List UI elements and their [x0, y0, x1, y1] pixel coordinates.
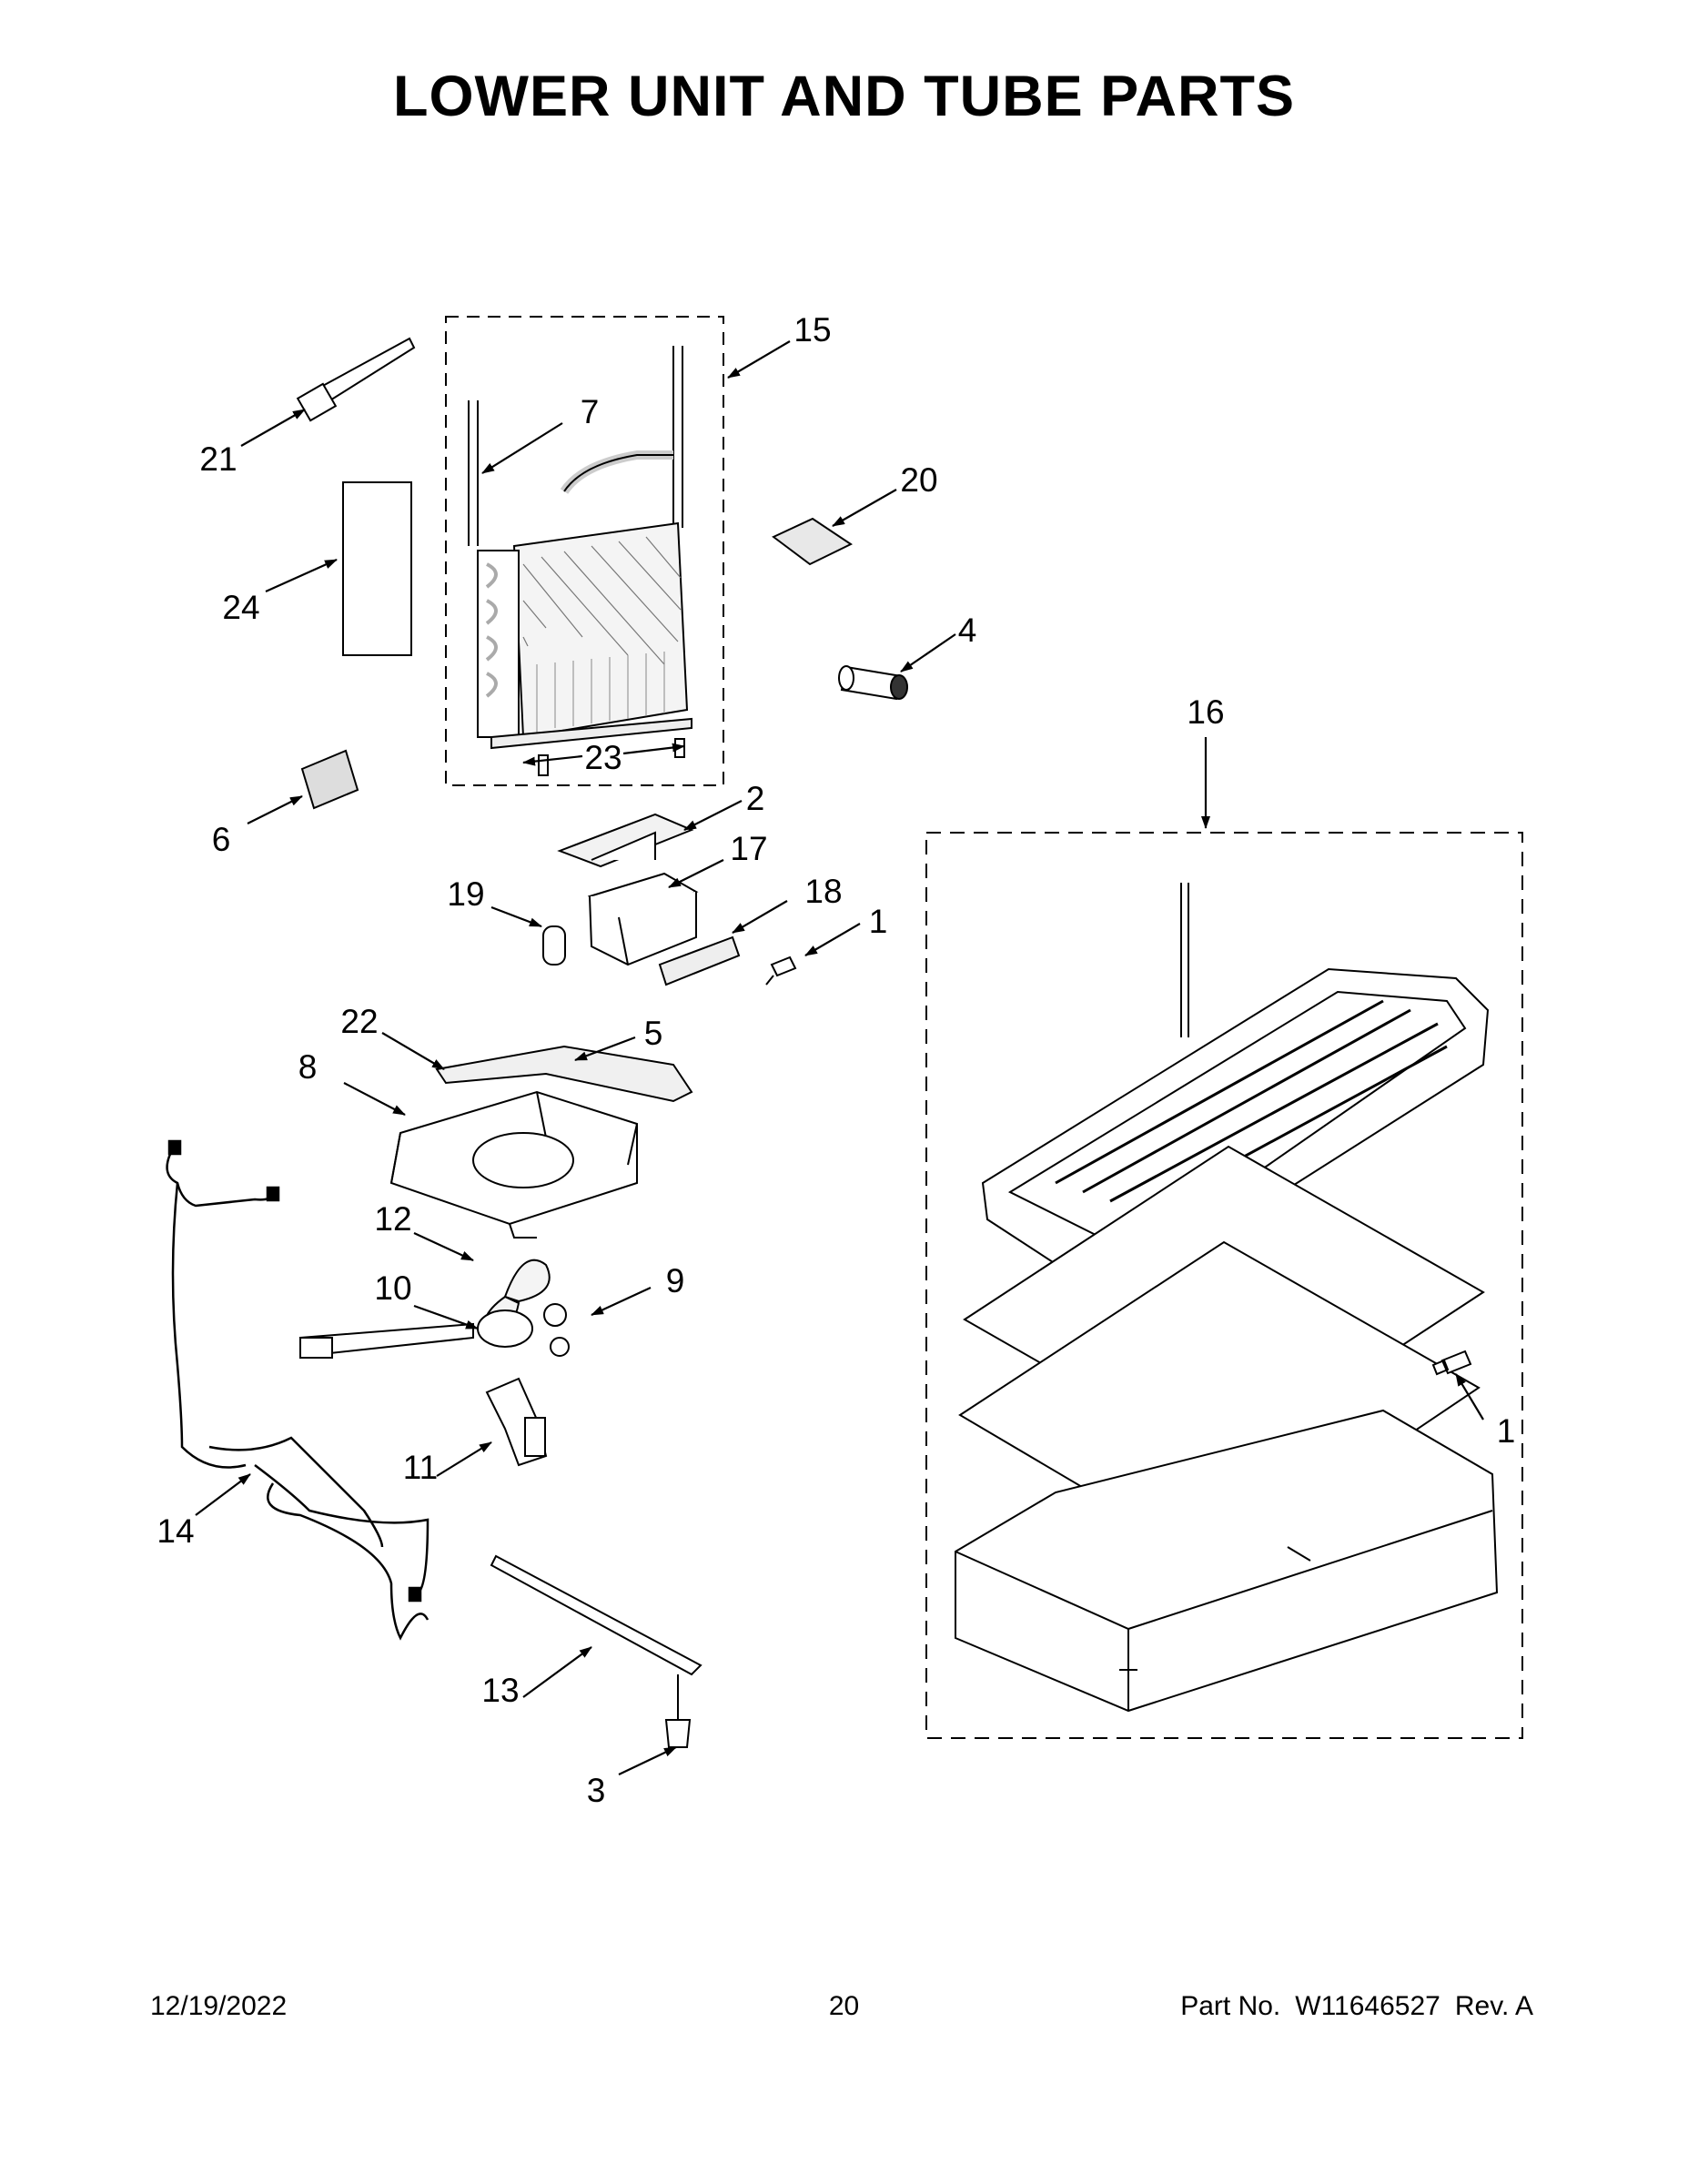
callout-4: 4: [958, 612, 977, 649]
callout-16: 16: [1187, 693, 1224, 731]
callout-15: 15: [793, 311, 831, 349]
callout-5: 5: [644, 1015, 663, 1052]
footer-revision: Rev. A: [1454, 1991, 1533, 2021]
plate-part: [772, 517, 854, 566]
wire-harness-part: [166, 1139, 430, 1641]
fan-motor-parts: [298, 1259, 570, 1467]
fan-shroud-parts: [389, 1045, 693, 1239]
callout-3: 3: [587, 1772, 606, 1809]
footer-part-label: Part No.: [1180, 1991, 1281, 2021]
evaporator-assembly: [445, 316, 724, 786]
roller-part: [838, 665, 908, 701]
heater-tray-assembly: [925, 832, 1523, 1739]
callout-24: 24: [222, 589, 259, 626]
callout-1-bottom: 1: [1497, 1412, 1516, 1450]
callout-2: 2: [746, 780, 765, 817]
callout-1-top: 1: [869, 903, 888, 940]
leader-lines: [195, 340, 1484, 1775]
page-title: LOWER UNIT AND TUBE PARTS: [393, 65, 1295, 128]
callout-labels: 21 24 6 7 15 20 4 16 23 2 17 19 18 1 22 …: [157, 311, 1515, 1809]
callout-18: 18: [804, 873, 842, 910]
callout-8: 8: [298, 1048, 318, 1086]
callout-9: 9: [666, 1262, 685, 1299]
strip-and-screw-parts: [490, 1554, 702, 1748]
footer-date: 12/19/2022: [150, 1991, 288, 2021]
callout-11: 11: [403, 1449, 438, 1486]
callout-22: 22: [340, 1003, 378, 1040]
footer-part-info: Part No. W11646527 Rev. A: [1166, 1991, 1533, 2022]
pad-part: [300, 749, 359, 810]
callout-21: 21: [199, 440, 237, 478]
callout-7: 7: [581, 393, 600, 430]
footer-part-number: W11646527: [1295, 1991, 1440, 2021]
callout-14: 14: [157, 1512, 194, 1550]
callout-20: 20: [900, 461, 937, 499]
callout-10: 10: [374, 1269, 411, 1307]
callout-23: 23: [584, 739, 622, 776]
callout-19: 19: [447, 875, 484, 913]
callout-17: 17: [730, 830, 767, 867]
tray-group-box: [925, 832, 1523, 1739]
cable-tie-part: [296, 337, 416, 422]
panel-part: [342, 481, 412, 656]
callout-12: 12: [374, 1200, 411, 1238]
callout-6: 6: [212, 821, 231, 858]
evaporator-group-box: [445, 316, 724, 786]
footer-page-number: 20: [828, 1991, 860, 2021]
callout-13: 13: [481, 1672, 519, 1709]
